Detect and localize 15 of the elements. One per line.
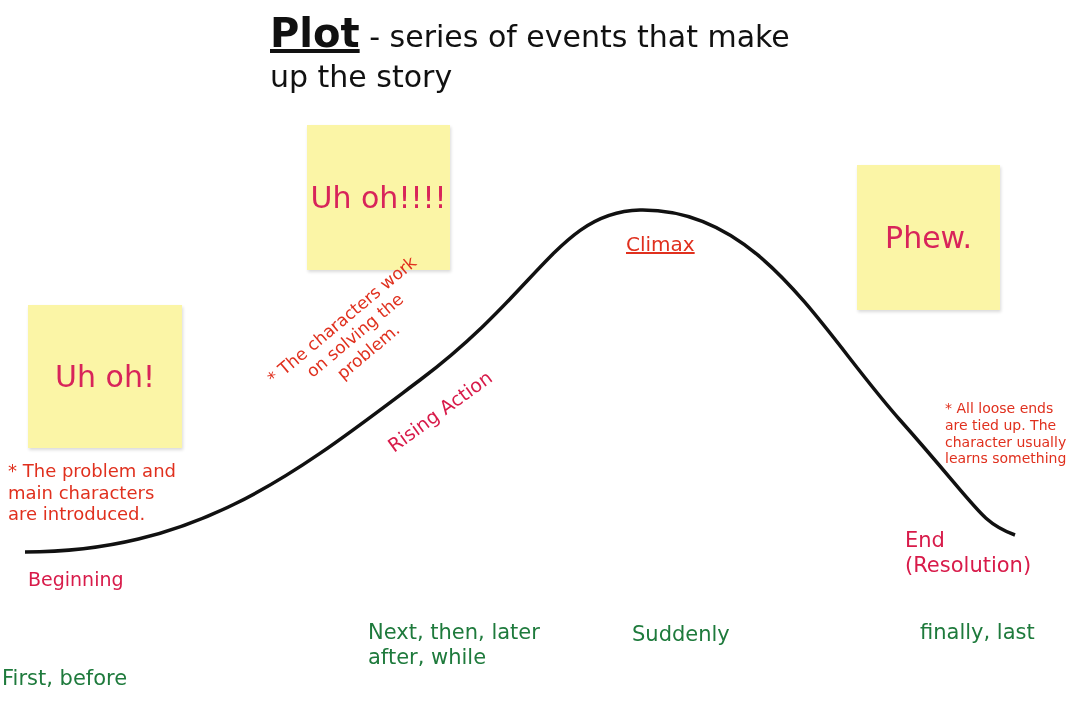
sticky-note xyxy=(28,305,182,448)
note-text: * The problem and main characters are introduced. xyxy=(8,460,177,525)
note-text: Phew. xyxy=(885,220,972,255)
note-text: Uh oh!!!! xyxy=(310,180,447,215)
stage-label: End (Resolution) xyxy=(905,528,1033,579)
title: Plot - series of events that make up the story xyxy=(270,9,790,96)
note-text: * All loose ends are tied up. The character usually learns something xyxy=(945,400,1068,468)
sticky-note xyxy=(857,165,1000,310)
transition-words: Next, then, later after, while xyxy=(368,620,541,671)
stage-label: Climax xyxy=(626,232,696,256)
transition-words: First, before xyxy=(2,666,129,692)
transition-words: Suddenly xyxy=(632,622,731,648)
stage-label: Beginning xyxy=(28,568,125,591)
note-text: Uh oh! xyxy=(55,359,155,394)
transition-words: finally, last xyxy=(920,620,1036,646)
